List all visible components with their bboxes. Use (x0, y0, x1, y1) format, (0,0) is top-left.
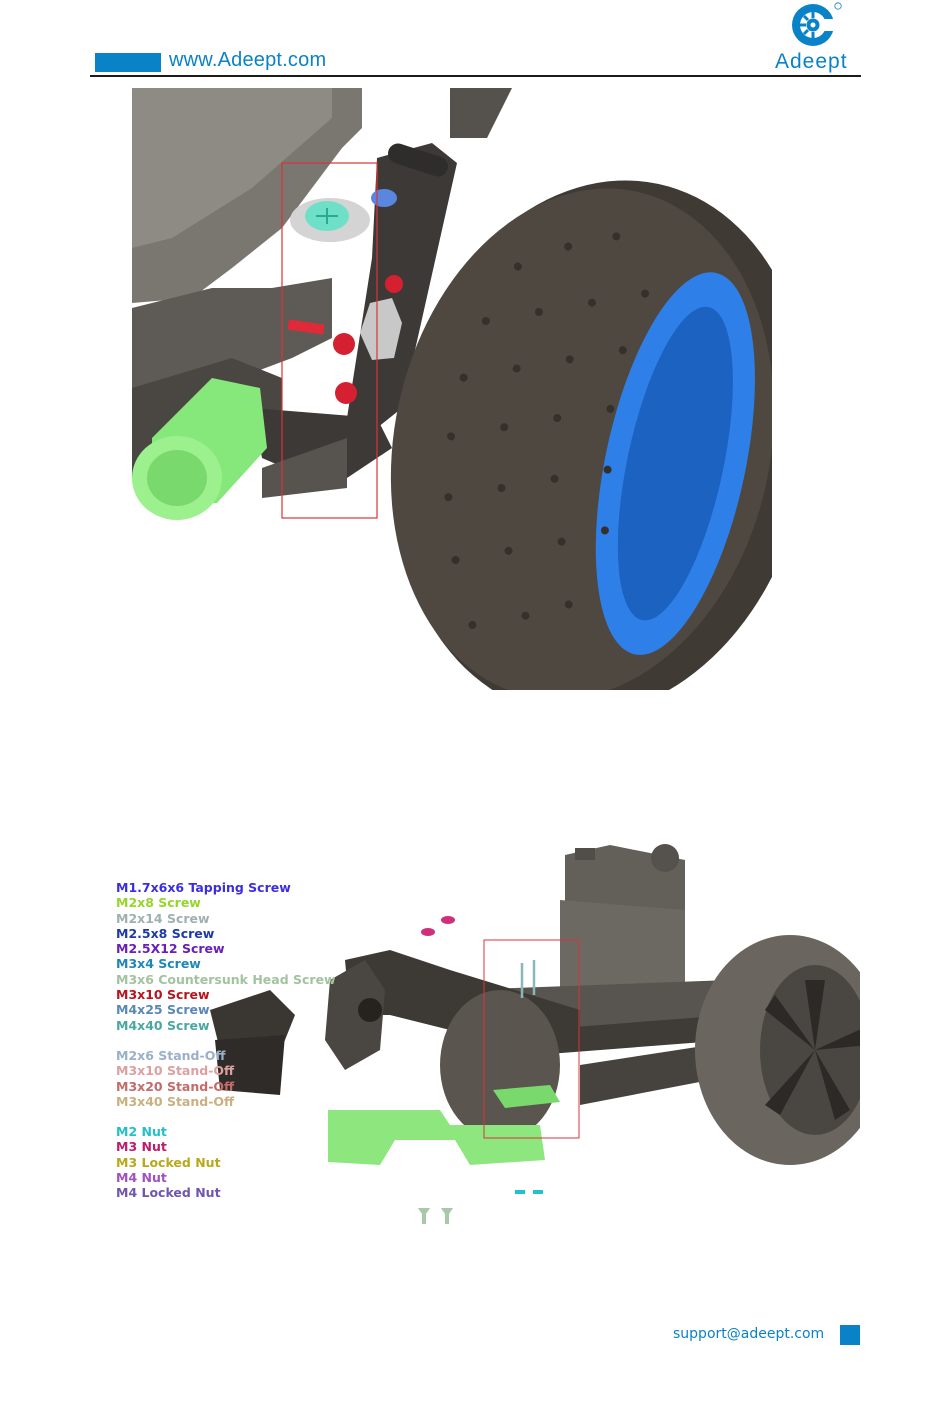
legend-item: M2.5X12 Screw (116, 941, 225, 957)
legend-item: M3 Locked Nut (116, 1154, 221, 1170)
legend-item: M2.5x8 Screw (116, 925, 215, 941)
header-accent-bar (95, 53, 161, 72)
brand-wordmark: Adeept (775, 50, 848, 73)
legend-item: M4 Nut (116, 1170, 167, 1186)
legend-item: M3x40 Stand-Off (116, 1093, 235, 1109)
legend-item: M2 Nut (116, 1124, 167, 1140)
legend-item: M3x6 Countersunk Head Screw (116, 971, 336, 987)
legend-item: M1.7x6x6 Tapping Screw (116, 880, 291, 895)
legend-item: M4x40 Screw (116, 1017, 210, 1033)
legend-item: M3x10 Stand-Off (116, 1063, 235, 1079)
website-url[interactable]: www.Adeept.com (169, 49, 327, 71)
fastener-legend: M1.7x6x6 Tapping Screw M2x8 Screw M2x14 … (116, 880, 336, 1201)
legend-spacer (116, 1033, 336, 1048)
footer-accent-square (840, 1325, 860, 1345)
legend-item: M2x6 Stand-Off (116, 1047, 226, 1063)
wheel-hub-figure (132, 88, 772, 690)
legend-item: M3 Nut (116, 1139, 167, 1155)
legend-item: M3x10 Screw (116, 987, 210, 1003)
legend-item: M3x4 Screw (116, 956, 201, 972)
legend-spacer (116, 1109, 336, 1124)
header-divider (90, 75, 861, 77)
legend-item: M4x25 Screw (116, 1002, 210, 1018)
support-email-link[interactable]: support@adeept.com (673, 1326, 825, 1342)
adeept-logo-icon (792, 2, 843, 46)
legend-item: M2x8 Screw (116, 895, 201, 911)
legend-item: M4 Locked Nut (116, 1185, 221, 1201)
legend-item: M3x20 Stand-Off (116, 1078, 235, 1094)
steering-assembly-figure (210, 844, 860, 1224)
legend-item: M2x14 Screw (116, 910, 210, 926)
